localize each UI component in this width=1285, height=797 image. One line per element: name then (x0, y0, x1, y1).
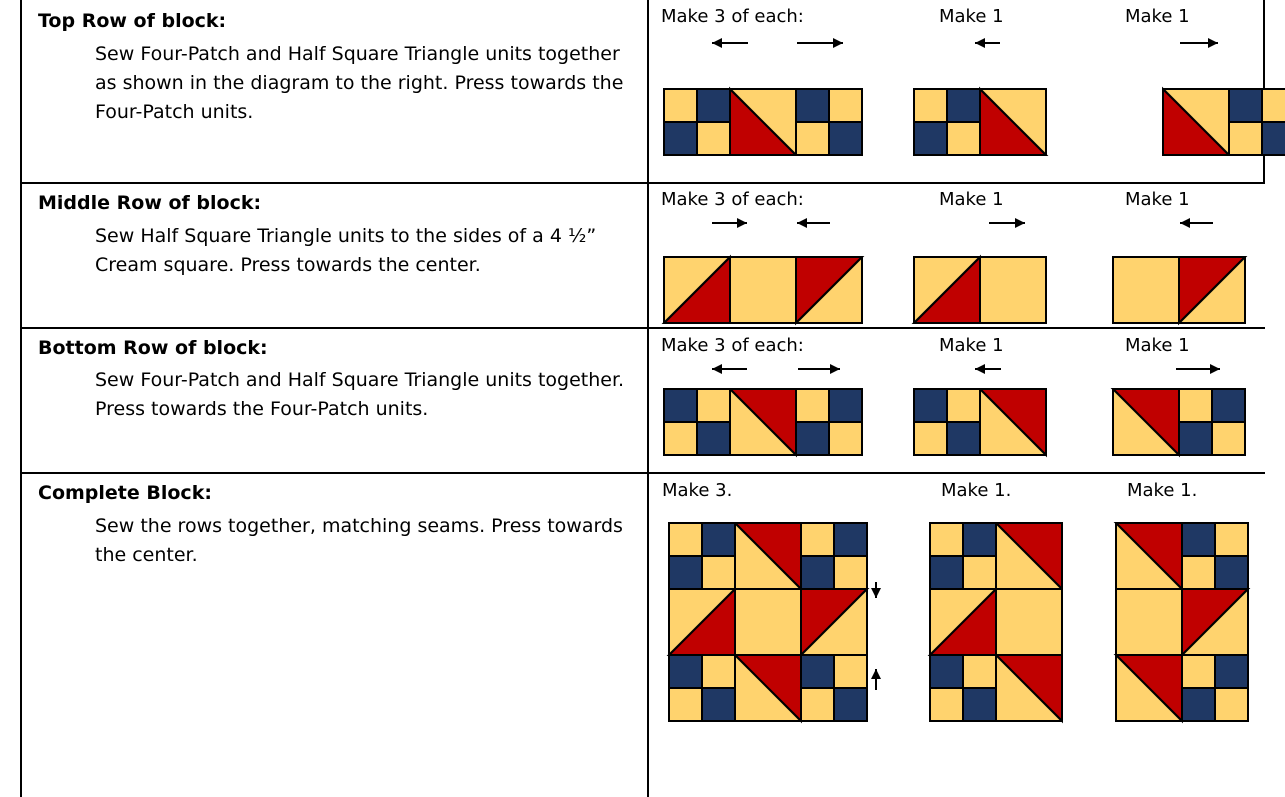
four-patch-square (702, 556, 735, 589)
four-patch-square (796, 389, 829, 422)
four-patch-square (947, 89, 980, 122)
four-patch-square (829, 89, 862, 122)
arrow-head (712, 38, 722, 48)
arrow-head (871, 588, 881, 598)
four-patch-square (834, 655, 867, 688)
four-patch-square (664, 422, 697, 455)
cream-square (730, 257, 796, 323)
four-patch-square (963, 523, 996, 556)
four-patch-square (1182, 655, 1215, 688)
arrow-head (712, 364, 722, 374)
four-patch-square (697, 89, 730, 122)
cream-square (1116, 589, 1182, 655)
four-patch-square (796, 422, 829, 455)
four-patch-square (1262, 89, 1285, 122)
four-patch-square (1212, 389, 1245, 422)
four-patch-square (669, 688, 702, 721)
four-patch-square (834, 523, 867, 556)
four-patch-square (664, 389, 697, 422)
arrow-head (1208, 38, 1218, 48)
four-patch-square (834, 688, 867, 721)
four-patch-square (829, 122, 862, 155)
four-patch-square (829, 422, 862, 455)
four-patch-square (1215, 655, 1248, 688)
four-patch-square (796, 89, 829, 122)
four-patch-square (1212, 422, 1245, 455)
four-patch-square (1215, 523, 1248, 556)
cream-square (735, 589, 801, 655)
four-patch-square (914, 389, 947, 422)
four-patch-square (697, 122, 730, 155)
arrow-head (1015, 218, 1025, 228)
four-patch-square (1179, 422, 1212, 455)
arrow-head (833, 38, 843, 48)
arrow-head (975, 38, 985, 48)
four-patch-square (914, 89, 947, 122)
arrow-head (975, 364, 985, 374)
four-patch-square (664, 89, 697, 122)
four-patch-square (914, 122, 947, 155)
four-patch-square (963, 556, 996, 589)
four-patch-square (796, 122, 829, 155)
cream-square (996, 589, 1062, 655)
four-patch-square (930, 688, 963, 721)
four-patch-square (702, 655, 735, 688)
four-patch-square (963, 655, 996, 688)
cream-square (1113, 257, 1179, 323)
four-patch-square (702, 523, 735, 556)
arrow-head (1210, 364, 1220, 374)
four-patch-square (697, 389, 730, 422)
four-patch-square (801, 688, 834, 721)
four-patch-square (1229, 89, 1262, 122)
four-patch-square (702, 688, 735, 721)
four-patch-square (664, 122, 697, 155)
four-patch-square (930, 655, 963, 688)
four-patch-square (947, 122, 980, 155)
four-patch-square (1262, 122, 1285, 155)
four-patch-square (669, 523, 702, 556)
four-patch-square (930, 523, 963, 556)
arrow-head (871, 669, 881, 679)
cream-square (980, 257, 1046, 323)
four-patch-square (1182, 523, 1215, 556)
arrow-head (797, 218, 807, 228)
four-patch-square (1215, 688, 1248, 721)
arrow-head (737, 218, 747, 228)
four-patch-square (1179, 389, 1212, 422)
four-patch-square (801, 523, 834, 556)
four-patch-square (834, 556, 867, 589)
four-patch-square (947, 422, 980, 455)
four-patch-square (697, 422, 730, 455)
four-patch-square (1182, 688, 1215, 721)
four-patch-square (669, 655, 702, 688)
four-patch-square (914, 422, 947, 455)
four-patch-square (801, 556, 834, 589)
four-patch-square (947, 389, 980, 422)
four-patch-square (1215, 556, 1248, 589)
arrow-head (830, 364, 840, 374)
four-patch-square (930, 556, 963, 589)
four-patch-square (1182, 556, 1215, 589)
four-patch-square (829, 389, 862, 422)
four-patch-square (801, 655, 834, 688)
four-patch-square (963, 688, 996, 721)
four-patch-square (1229, 122, 1262, 155)
arrow-head (1180, 218, 1190, 228)
four-patch-square (669, 556, 702, 589)
